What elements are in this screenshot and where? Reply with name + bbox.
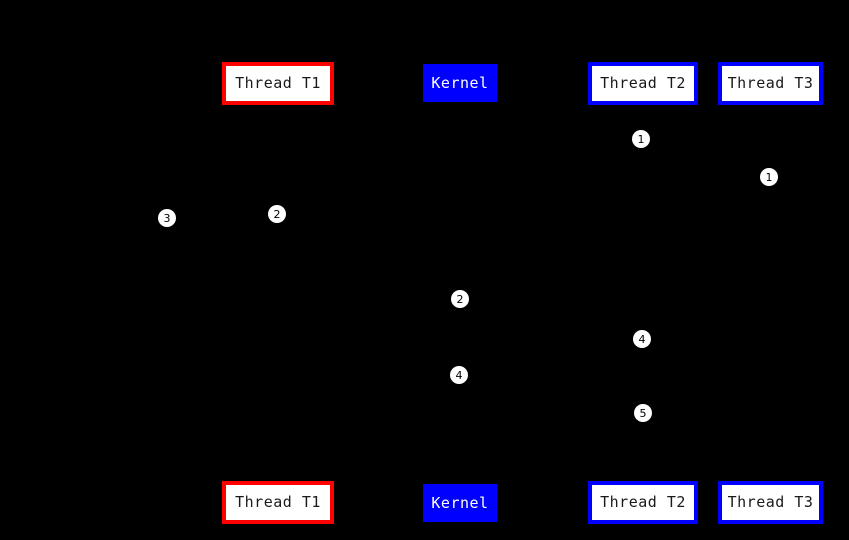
lifeline-nub-t3-bottom: [769, 478, 772, 481]
participant-box-kernel-bottom[interactable]: Kernel: [423, 484, 497, 522]
step-number: 1: [765, 170, 773, 184]
participant-label-t1-top: Thread T1: [235, 74, 321, 92]
message-arrow-4: [278, 310, 460, 311]
participant-box-kernel-top[interactable]: Kernel: [423, 64, 497, 102]
participant-label-kernel-bottom: Kernel: [431, 493, 489, 512]
step-number: 1: [637, 132, 645, 146]
step-marker: 5: [634, 404, 652, 422]
step-marker: 4: [450, 366, 468, 384]
step-number: 4: [455, 368, 463, 382]
lifeline-t1: [278, 105, 279, 481]
participant-label-t2-bottom: Thread T2: [600, 493, 686, 511]
message-arrow-3: [278, 226, 460, 227]
participant-label-t2-top: Thread T2: [600, 74, 686, 92]
participant-box-t2-bottom[interactable]: Thread T2: [588, 481, 698, 524]
step-number: 5: [639, 406, 647, 420]
message-arrow-7: [460, 424, 643, 425]
lifeline-nub-t2-bottom: [642, 478, 645, 481]
step-marker: 3: [158, 209, 176, 227]
step-marker: 2: [451, 290, 469, 308]
participant-box-t1-bottom[interactable]: Thread T1: [222, 481, 334, 524]
message-arrow-6: [460, 386, 643, 387]
step-marker: 1: [760, 168, 778, 186]
participant-box-t3-bottom[interactable]: Thread T3: [718, 481, 823, 524]
participant-label-t1-bottom: Thread T1: [235, 493, 321, 511]
step-number: 2: [456, 292, 464, 306]
step-number: 4: [638, 332, 646, 346]
lifeline-nub-t1-bottom: [277, 478, 280, 481]
step-number: 3: [163, 211, 171, 225]
participant-label-kernel-top: Kernel: [431, 73, 489, 92]
lifeline-t3: [770, 105, 771, 481]
participant-box-t1-top[interactable]: Thread T1: [222, 62, 334, 105]
lifeline-t2: [643, 105, 644, 481]
message-arrow-1: [460, 150, 643, 151]
step-marker: 2: [268, 205, 286, 223]
participant-label-t3-top: Thread T3: [727, 74, 814, 92]
message-arrow-5: [460, 350, 643, 351]
participant-label-t3-bottom: Thread T3: [727, 493, 814, 511]
message-arrow-2: [460, 188, 770, 189]
participant-box-t3-top[interactable]: Thread T3: [718, 62, 823, 105]
step-marker: 1: [632, 130, 650, 148]
step-number: 2: [273, 207, 281, 221]
step-marker: 4: [633, 330, 651, 348]
participant-box-t2-top[interactable]: Thread T2: [588, 62, 698, 105]
